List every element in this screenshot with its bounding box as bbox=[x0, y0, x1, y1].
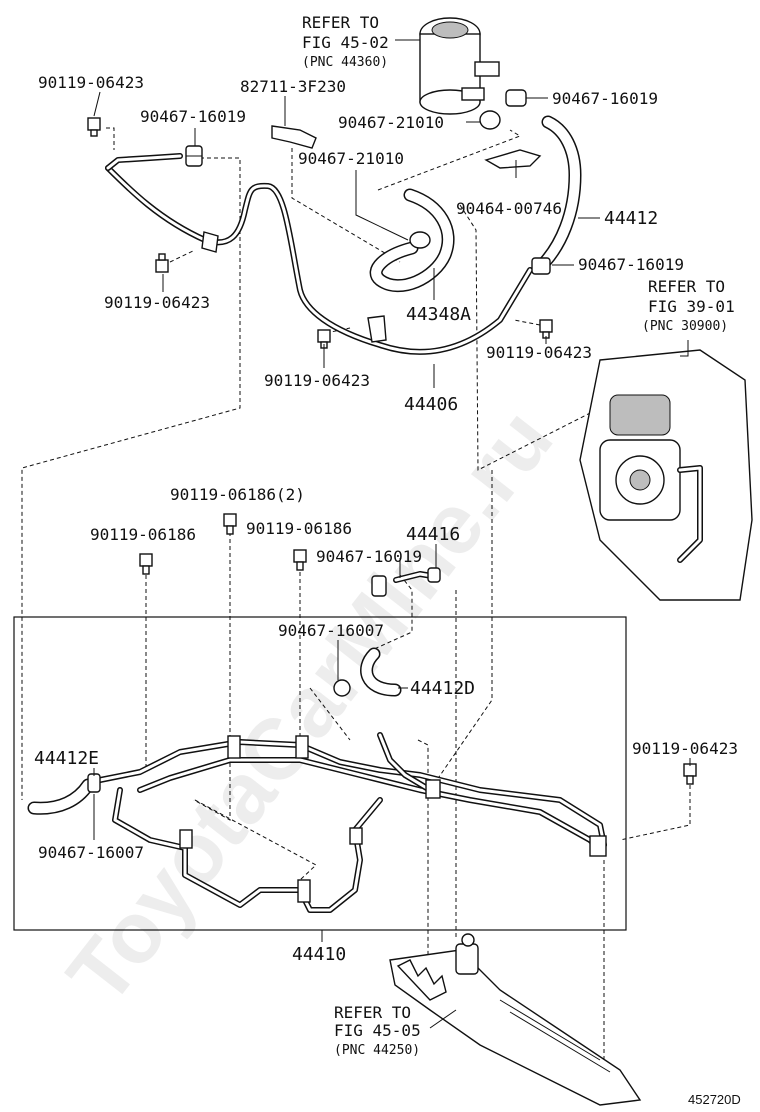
ref-gear-line1: REFER TO bbox=[334, 1003, 411, 1022]
clip-90467-16019-reservoir bbox=[505, 89, 527, 107]
ref-reservoir-line1: REFER TO bbox=[302, 13, 379, 32]
clamp-90467-16019-upper-left bbox=[185, 145, 203, 167]
label-bolt-mid-left: 90119-06423 bbox=[104, 293, 210, 312]
label-bolt-top-left: 90119-06423 bbox=[38, 73, 144, 92]
label-clamp-16007-low: 90467-16007 bbox=[38, 843, 144, 862]
ref-pump-line3: (PNC 30900) bbox=[642, 319, 728, 334]
bolt-icon bbox=[293, 549, 307, 571]
clamp-90467-16019-mid bbox=[531, 257, 551, 275]
label-bracket-82711: 82711-3F230 bbox=[240, 77, 346, 96]
label-bolt-mid-right: 90119-06423 bbox=[486, 343, 592, 362]
label-assembly-44410: 44410 bbox=[292, 944, 346, 965]
label-tube-44406: 44406 bbox=[404, 394, 458, 415]
bracket-44406-mid bbox=[201, 231, 219, 253]
ref-pump-line1: REFER TO bbox=[648, 277, 725, 296]
ref-reservoir-line2: FIG 45-02 bbox=[302, 33, 389, 52]
label-hose-44348a: 44348A bbox=[406, 304, 471, 325]
assembly-44410-frame bbox=[13, 616, 627, 931]
clamp-90467-16007-top bbox=[333, 679, 351, 697]
bolt-icon bbox=[139, 553, 153, 575]
clamp-90467-16007-low bbox=[87, 773, 101, 793]
label-clamp-16007-top: 90467-16007 bbox=[278, 621, 384, 640]
reservoir-tank bbox=[419, 17, 500, 115]
bolt-icon bbox=[155, 253, 169, 273]
label-hose-44412d: 44412D bbox=[410, 678, 475, 699]
label-hose-44412: 44412 bbox=[604, 208, 658, 229]
ref-reservoir-line3: (PNC 44360) bbox=[302, 55, 388, 70]
ref-pump-line2: FIG 39-01 bbox=[648, 297, 735, 316]
bolt-icon bbox=[683, 763, 697, 785]
clamp-90467-21010 bbox=[409, 110, 501, 249]
label-clamp-21010-a: 90467-21010 bbox=[338, 113, 444, 132]
ref-gear-line3: (PNC 44250) bbox=[334, 1043, 420, 1058]
label-clamp-16019-low: 90467-16019 bbox=[316, 547, 422, 566]
label-bolt-06186-left: 90119-06186 bbox=[90, 525, 196, 544]
hose-44412[interactable] bbox=[538, 115, 582, 269]
label-clamp-top-left: 90467-16019 bbox=[140, 107, 246, 126]
label-clamp-mid-right: 90467-16019 bbox=[578, 255, 684, 274]
hose-44412e[interactable] bbox=[27, 778, 95, 815]
bracket-44410 bbox=[179, 735, 607, 903]
pump-engine-sketch bbox=[579, 349, 753, 601]
figure-code: 452720D bbox=[688, 1092, 741, 1107]
steering-gear-sketch bbox=[389, 933, 642, 1106]
label-clip-reservoir: 90467-16019 bbox=[552, 89, 658, 108]
tube-assembly-44410[interactable] bbox=[97, 732, 607, 913]
bracket-82711-3F230 bbox=[271, 125, 317, 149]
hose-44416[interactable] bbox=[393, 567, 441, 583]
ref-gear-line2: FIG 45-05 bbox=[334, 1021, 421, 1040]
label-bolt-lower-mid: 90119-06423 bbox=[264, 371, 370, 390]
bolt-icon bbox=[223, 513, 237, 535]
bracket-44406-right bbox=[367, 315, 387, 343]
hose-top-left[interactable] bbox=[105, 153, 183, 171]
label-bolt-06186-mid: 90119-06186 bbox=[246, 519, 352, 538]
dashed-leader-lines bbox=[21, 127, 691, 1060]
clip-90464-00746 bbox=[484, 149, 542, 169]
bolt-icon bbox=[87, 117, 101, 137]
label-bolt-06186-2: 90119-06186(2) bbox=[170, 485, 305, 504]
bolt-icon bbox=[539, 319, 553, 339]
label-leader-lines bbox=[93, 39, 691, 1029]
clamp-90467-16019-lower bbox=[371, 575, 387, 597]
label-hose-44412e: 44412E bbox=[34, 748, 99, 769]
watermark-text: ToyotaCarMine.ru bbox=[49, 392, 571, 1022]
label-bolt-right-low: 90119-06423 bbox=[632, 739, 738, 758]
label-clamp-21010-b: 90467-21010 bbox=[298, 149, 404, 168]
hose-44412d[interactable] bbox=[360, 647, 402, 697]
label-clip-00746: 90464-00746 bbox=[456, 199, 562, 218]
label-hose-44416: 44416 bbox=[406, 524, 460, 545]
hose-44348a[interactable] bbox=[369, 188, 455, 293]
